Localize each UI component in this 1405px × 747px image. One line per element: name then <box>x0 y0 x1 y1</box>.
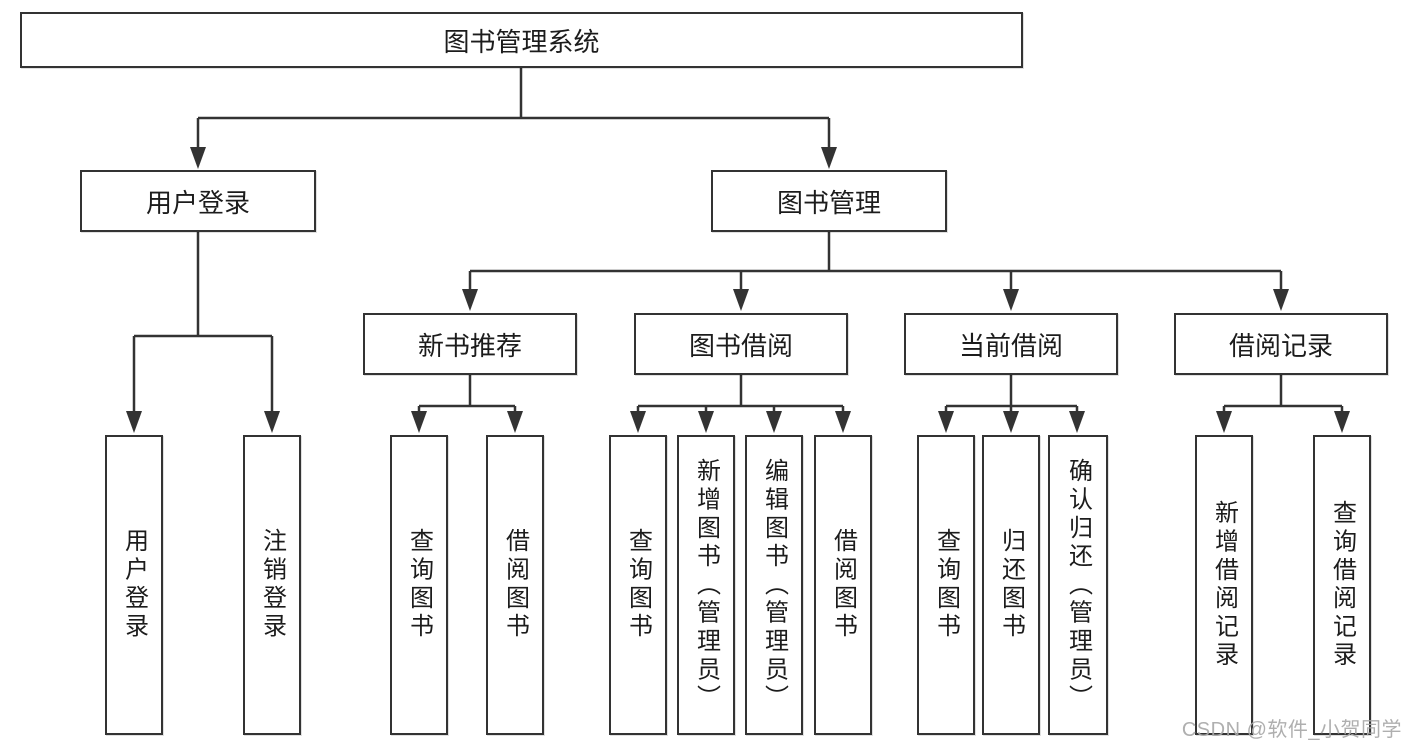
leaf-cb-query-books: 查询图书 <box>917 435 975 735</box>
node-borrow-records: 借阅记录 <box>1174 313 1388 375</box>
leaf-bb-edit-books-admin: 编辑图书（管理员） <box>745 435 803 735</box>
leaf-bb-borrow-books: 借阅图书 <box>814 435 872 735</box>
node-current-borrowing: 当前借阅 <box>904 313 1118 375</box>
leaf-cb-return-books: 归还图书 <box>982 435 1040 735</box>
leaf-nb-query-books: 查询图书 <box>390 435 448 735</box>
node-book-borrowing: 图书借阅 <box>634 313 848 375</box>
leaf-br-add-record: 新增借阅记录 <box>1195 435 1253 735</box>
leaf-logout: 注销登录 <box>243 435 301 735</box>
leaf-bb-query-books: 查询图书 <box>609 435 667 735</box>
edge-lines <box>132 68 1344 416</box>
leaf-nb-borrow-books: 借阅图书 <box>486 435 544 735</box>
leaf-user-login: 用户登录 <box>105 435 163 735</box>
node-root-library-system: 图书管理系统 <box>20 12 1023 68</box>
node-user-login: 用户登录 <box>80 170 316 232</box>
leaf-br-query-record: 查询借阅记录 <box>1313 435 1371 735</box>
arrowheads <box>126 147 1350 433</box>
node-new-book-recommend: 新书推荐 <box>363 313 577 375</box>
leaf-bb-add-books-admin: 新增图书（管理员） <box>677 435 735 735</box>
csdn-watermark: CSDN @软件_小贺同学 <box>1181 719 1402 741</box>
leaf-cb-confirm-return-admin: 确认归还（管理员） <box>1048 435 1108 735</box>
node-book-management: 图书管理 <box>711 170 947 232</box>
